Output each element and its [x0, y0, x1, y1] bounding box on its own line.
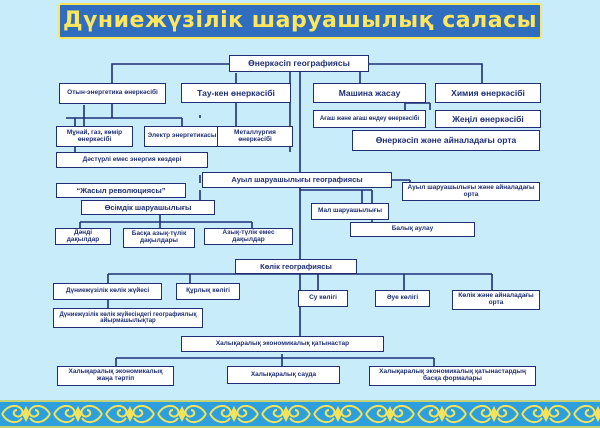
node-land-transport: Құрлық көлігі — [176, 283, 240, 300]
node-industry-geography: Өнеркәсіп географиясы — [229, 55, 369, 72]
node-chemical: Химия өнеркәсібі — [435, 83, 541, 103]
node-crop-farming: Өсімдік шаруашылығы — [81, 200, 215, 215]
node-fuel-energy: Отын-энергетика өнеркәсібі — [59, 83, 166, 104]
node-grain-crops: Дәнді дақылдар — [55, 228, 111, 245]
node-transport-environment: Көлік және айналадағы орта — [452, 290, 540, 310]
node-economic-relations: Халықаралық экономикалық қатынастар — [181, 336, 384, 352]
node-industry-environment: Өнеркәсіп және айналадағы орта — [352, 130, 540, 151]
node-metallurgy: Металлургия өнеркәсібі — [217, 126, 293, 147]
node-new-economic-order: Халықаралық экономикалық жаңа тәртіп — [57, 366, 174, 386]
node-nontraditional-energy: Дәстүрлі емес энергия көздері — [56, 152, 208, 168]
node-transport-geography: Көлік географиясы — [235, 259, 357, 274]
node-other-economic-forms: Халықаралық экономикалық қатынастардың б… — [369, 366, 536, 386]
node-agriculture-environment: Ауыл шаруашылығы және айналадағы орта — [402, 182, 540, 201]
node-electric: Электр энергетикасы — [144, 126, 220, 147]
node-green-revolution: “Жасыл революциясы” — [56, 183, 186, 198]
node-world-transport-system: Дүниежүзілік көлік жүйесі — [53, 283, 162, 300]
node-air-transport: Әуе көлігі — [375, 290, 430, 307]
node-nonfood-crops: Азық-түлік емес дақылдар — [204, 228, 293, 245]
page-title: Дүниежүзілік шаруашылық саласы — [62, 8, 538, 33]
node-mining: Тау-кен өнеркәсібі — [181, 83, 291, 103]
node-wood: Ағаш және ағаш өндеу өнеркәсібі — [313, 110, 426, 128]
title-bar: Дүниежүзілік шаруашылық саласы — [58, 3, 542, 39]
node-agriculture-geography: Ауыл шаруашылығы географиясы — [202, 172, 392, 188]
ornament-pattern-icon — [0, 400, 600, 428]
node-other-food-crops: Басқа азық-түлік дақылдары — [123, 228, 195, 248]
ornament-border — [0, 400, 600, 428]
node-oil-gas-coal: Мұнай, газ, көмір өнеркәсібі — [56, 126, 133, 147]
node-water-transport: Су көлігі — [298, 290, 348, 307]
node-machine-building: Машина жасау — [313, 83, 426, 103]
node-fishing: Балық аулау — [350, 222, 475, 237]
node-international-trade: Халықаралық сауда — [227, 366, 340, 384]
node-livestock: Мал шаруашылығы — [311, 203, 389, 220]
node-geographic-division: Дүниежүзілік көлік жүйесіндегі география… — [53, 308, 203, 328]
node-light: Жеңіл өнеркәсібі — [435, 110, 541, 128]
